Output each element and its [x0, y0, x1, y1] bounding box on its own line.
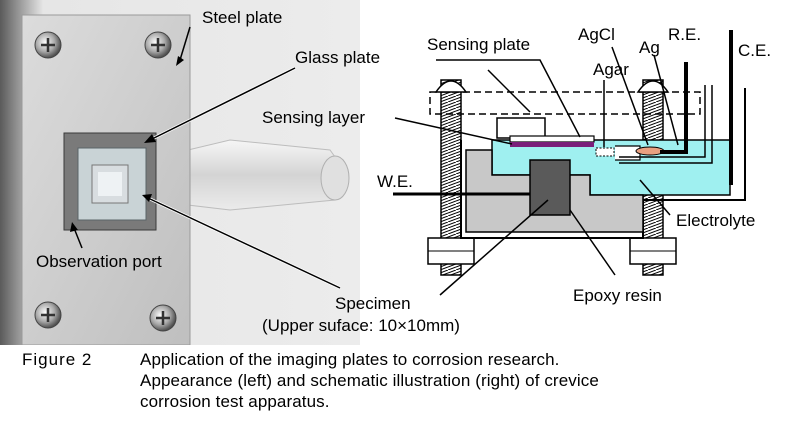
sensing-layer: [510, 142, 594, 147]
caption-line-1: Application of the imaging plates to cor…: [140, 350, 560, 369]
re-tube: [619, 85, 713, 164]
agcl-element: [635, 146, 665, 156]
screw-icon: [34, 31, 62, 59]
specimen: [529, 159, 571, 216]
label-observation-port: Observation port: [36, 252, 162, 271]
screw-icon: [34, 301, 62, 329]
caption-number: Figure 2: [22, 350, 93, 369]
caption-line-2: Appearance (left) and schematic illustra…: [140, 371, 599, 390]
label-we: W.E.: [377, 172, 413, 191]
apparatus-photo: [0, 0, 360, 345]
glass-tube-end: [320, 155, 350, 201]
label-electrolyte: Electrolyte: [676, 211, 756, 230]
glass-plate-schematic: [496, 117, 546, 139]
screw-icon: [149, 304, 177, 332]
screw-icon: [144, 31, 172, 59]
label-re: R.E.: [668, 25, 702, 44]
label-epoxy-resin: Epoxy resin: [573, 286, 662, 305]
label-sensing-plate: Sensing plate: [427, 35, 531, 54]
agar: [595, 147, 615, 157]
schematic: [393, 30, 746, 296]
label-specimen-note: (Upper suface: 10×10mm): [262, 316, 460, 335]
label-sensing-layer: Sensing layer: [262, 108, 366, 127]
caption-line-3: corrosion test apparatus.: [140, 392, 330, 411]
label-specimen: Specimen: [335, 294, 411, 313]
sensing-plate: [509, 135, 595, 143]
ag-wire: [660, 62, 688, 154]
glass-plate: [77, 147, 147, 221]
label-steel-plate: Steel plate: [202, 8, 283, 27]
dashed-top-plate: [429, 91, 701, 115]
label-glass-plate: Glass plate: [295, 48, 381, 67]
label-ce: C.E.: [738, 41, 772, 60]
label-agcl: AgCl: [578, 25, 615, 44]
label-ag: Ag: [639, 38, 660, 57]
label-agar: Agar: [593, 60, 629, 79]
